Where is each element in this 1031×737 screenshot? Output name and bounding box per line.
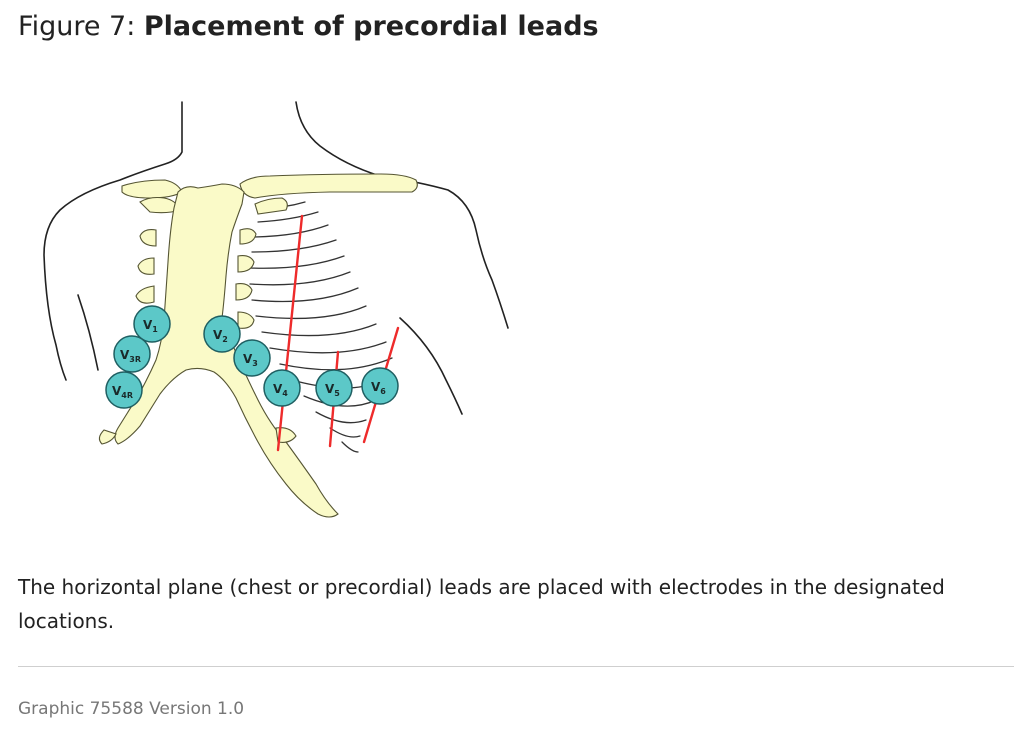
midclavicular-line xyxy=(276,214,304,452)
electrode-v3r-sub: 3R xyxy=(129,355,141,364)
electrode-v6-sub: 6 xyxy=(380,387,386,396)
svg-text:V2: V2 xyxy=(213,328,228,344)
electrode-v6: V6 xyxy=(361,367,399,405)
svg-text:V3: V3 xyxy=(243,352,258,368)
graphic-version: Graphic 75588 Version 1.0 xyxy=(18,699,245,719)
electrode-v2-base: V xyxy=(213,328,223,342)
svg-text:V6: V6 xyxy=(371,380,386,396)
svg-text:V4: V4 xyxy=(273,382,288,398)
figure-caption: The horizontal plane (chest or precordia… xyxy=(18,575,945,633)
svg-text:V3R: V3R xyxy=(120,348,141,364)
electrode-v1: V1 xyxy=(133,305,171,343)
figure-title-text: Placement of precordial leads xyxy=(143,11,599,42)
electrode-v3-base: V xyxy=(243,352,253,366)
electrode-v2: V2 xyxy=(203,315,241,353)
electrode-v6-base: V xyxy=(371,380,381,394)
torso-outline xyxy=(43,101,509,415)
electrode-v4-sub: 4 xyxy=(282,389,288,398)
electrode-v1-base: V xyxy=(143,318,153,332)
electrode-v4r-sub: 4R xyxy=(121,391,133,400)
electrode-v3: V3 xyxy=(233,339,271,377)
electrode-v4r: V4R xyxy=(105,371,143,409)
figure-title: Figure 7: Placement of precordial leads xyxy=(18,10,599,44)
svg-text:V5: V5 xyxy=(325,382,340,398)
chest-diagram: V1 V2 V3 V4 V5 V6 V3R V4R xyxy=(43,101,509,518)
electrode-v5: V5 xyxy=(315,369,353,407)
divider xyxy=(18,666,1014,667)
electrode-v3r: V3R xyxy=(113,335,151,373)
electrode-v2-sub: 2 xyxy=(222,335,228,344)
svg-text:V4R: V4R xyxy=(112,384,133,400)
electrode-v3r-base: V xyxy=(120,348,130,362)
ribs xyxy=(249,201,393,453)
electrodes: V1 V2 V3 V4 V5 V6 V3R V4R xyxy=(105,305,399,409)
electrode-v5-sub: 5 xyxy=(334,389,340,398)
electrode-v3-sub: 3 xyxy=(252,359,258,368)
guide-lines xyxy=(276,214,400,452)
electrode-v4-base: V xyxy=(273,382,283,396)
electrode-v4: V4 xyxy=(263,369,301,407)
svg-text:V1: V1 xyxy=(143,318,158,334)
electrode-v1-sub: 1 xyxy=(152,325,158,334)
figure-label: Figure 7: xyxy=(18,11,136,42)
electrode-v5-base: V xyxy=(325,382,335,396)
electrode-v4r-base: V xyxy=(112,384,122,398)
